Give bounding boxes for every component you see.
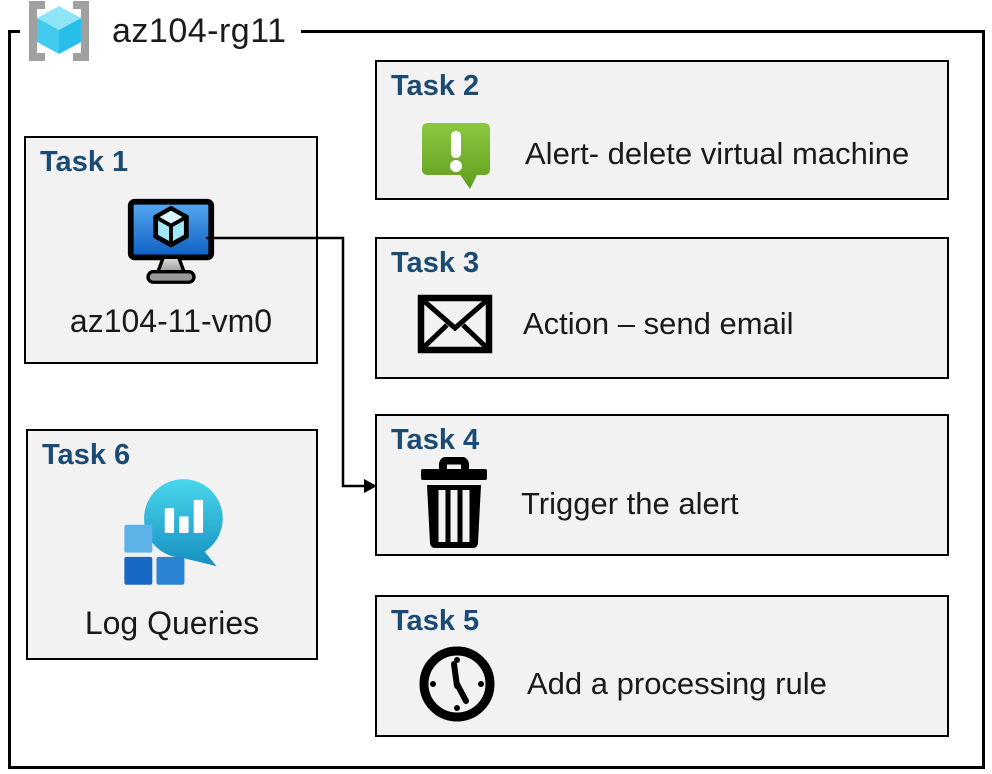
task4-title: Task 4	[391, 424, 480, 456]
task1-title: Task 1	[40, 146, 129, 178]
task2-title: Task 2	[391, 70, 480, 102]
virtual-machine-icon	[125, 196, 217, 288]
task6-box: Task 6 Log Queries	[26, 429, 318, 660]
email-icon	[417, 294, 493, 354]
task5-title: Task 5	[391, 605, 480, 637]
resource-group-title: az104-rg11	[112, 11, 287, 50]
task6-title: Task 6	[42, 439, 131, 471]
task1-box: Task 1	[24, 136, 318, 364]
resource-group-icon	[24, 0, 94, 62]
task5-label: Add a processing rule	[527, 666, 827, 701]
task2-box: Task 2 Alert- delete vir	[375, 60, 949, 200]
resource-group-header: az104-rg11	[20, 1, 301, 61]
task4-box: Task 4 Trigger the alert	[375, 414, 949, 556]
task5-box: Task 5 Add a processing rule	[375, 595, 949, 737]
clock-icon	[417, 644, 497, 724]
task4-label: Trigger the alert	[521, 486, 739, 521]
trash-icon	[417, 457, 491, 551]
resource-group-frame	[8, 30, 985, 769]
task3-label: Action – send email	[523, 306, 794, 341]
task1-label: az104-11-vm0	[69, 303, 273, 339]
task2-label: Alert- delete virtual machine	[525, 136, 910, 171]
task3-box: Task 3 Action – send email	[375, 237, 949, 379]
task3-title: Task 3	[391, 247, 480, 279]
alert-icon	[417, 115, 495, 193]
log-queries-icon	[114, 475, 230, 591]
task6-label: Log Queries	[84, 605, 260, 641]
